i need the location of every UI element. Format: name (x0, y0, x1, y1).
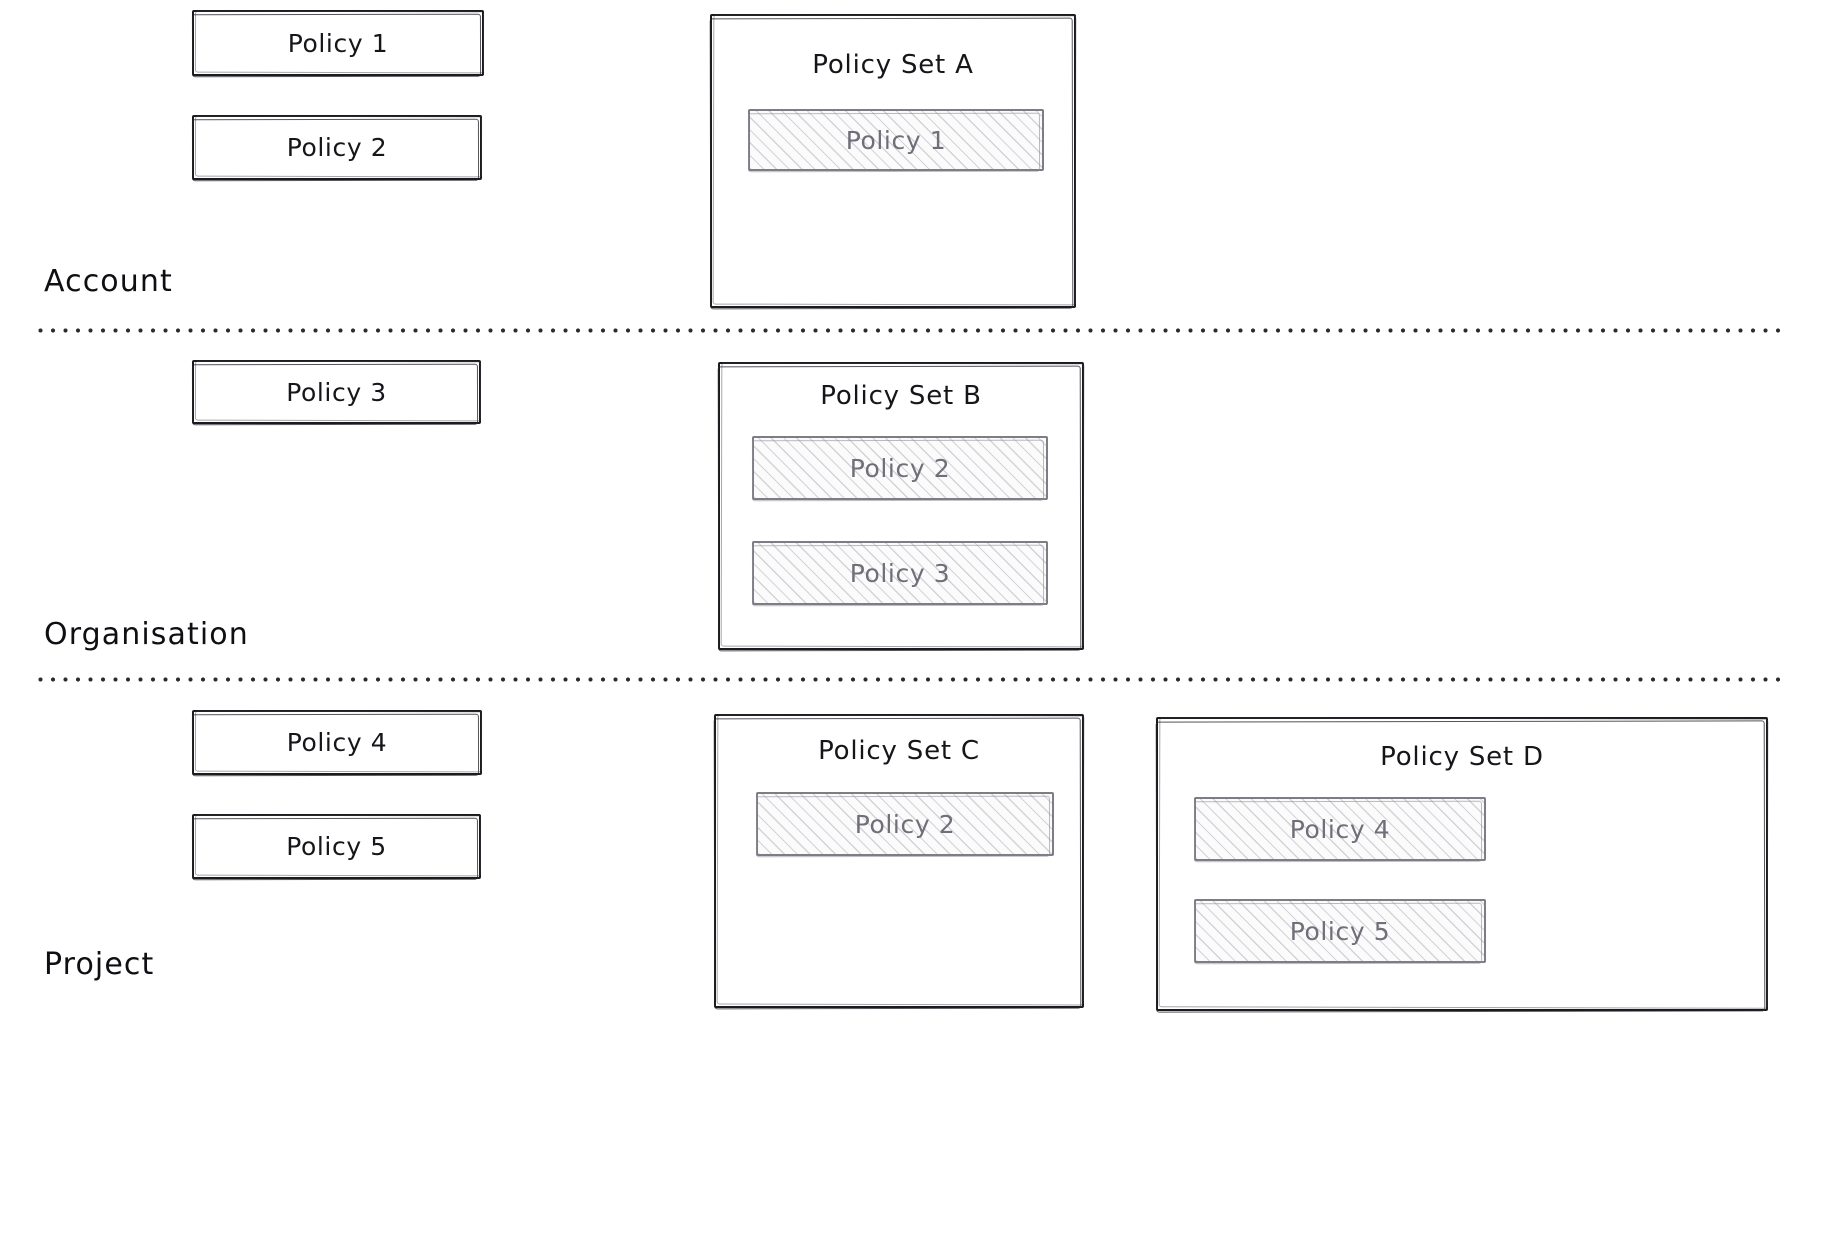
tier-label-account: Account (44, 264, 173, 299)
policy-box-policy-1[interactable]: Policy 1 (192, 10, 484, 76)
policy-box-label: Policy 4 (286, 728, 388, 757)
policy-set-member-label: Policy 1 (845, 125, 947, 155)
policy-set-member-label: Policy 3 (849, 558, 951, 588)
policy-box-policy-2[interactable]: Policy 2 (192, 115, 482, 180)
policy-set-member-label: Policy 5 (1289, 916, 1391, 946)
policy-set-member-label: Policy 2 (854, 809, 956, 839)
tier-label-organisation: Organisation (44, 617, 249, 652)
policy-set-c[interactable]: Policy Set C Policy 2 (714, 714, 1084, 1008)
policy-set-member-policy-4[interactable]: Policy 4 (1194, 797, 1486, 861)
policy-set-member-policy-2[interactable]: Policy 2 (752, 436, 1048, 500)
policy-box-label: Policy 3 (286, 377, 387, 407)
policy-box-label: Policy 2 (286, 133, 388, 162)
policy-set-member-label: Policy 4 (1289, 814, 1391, 844)
policy-set-title: Policy Set D (1380, 742, 1544, 772)
policy-box-label: Policy 5 (286, 832, 387, 861)
policy-set-member-policy-5[interactable]: Policy 5 (1194, 899, 1486, 963)
policy-box-policy-4[interactable]: Policy 4 (192, 710, 482, 775)
policy-set-title: Policy Set B (820, 381, 982, 411)
policy-set-title: Policy Set C (818, 736, 980, 766)
policy-set-title: Policy Set A (812, 50, 974, 80)
policy-set-b[interactable]: Policy Set B Policy 2 Policy 3 (718, 362, 1084, 650)
policy-set-member-label: Policy 2 (849, 453, 951, 483)
tier-label-project: Project (44, 947, 155, 982)
policy-set-a[interactable]: Policy Set A Policy 1 (710, 14, 1076, 308)
policy-set-d[interactable]: Policy Set D Policy 4 Policy 5 (1156, 717, 1768, 1011)
divider-organisation-project (38, 677, 1788, 682)
policy-box-policy-3[interactable]: Policy 3 (192, 360, 481, 424)
policy-set-member-policy-3[interactable]: Policy 3 (752, 541, 1048, 605)
divider-account-organisation (38, 328, 1788, 333)
policy-box-policy-5[interactable]: Policy 5 (192, 814, 481, 879)
policy-box-label: Policy 1 (287, 28, 389, 58)
policy-set-member-policy-2[interactable]: Policy 2 (756, 792, 1054, 856)
policy-set-member-policy-1[interactable]: Policy 1 (748, 109, 1044, 171)
